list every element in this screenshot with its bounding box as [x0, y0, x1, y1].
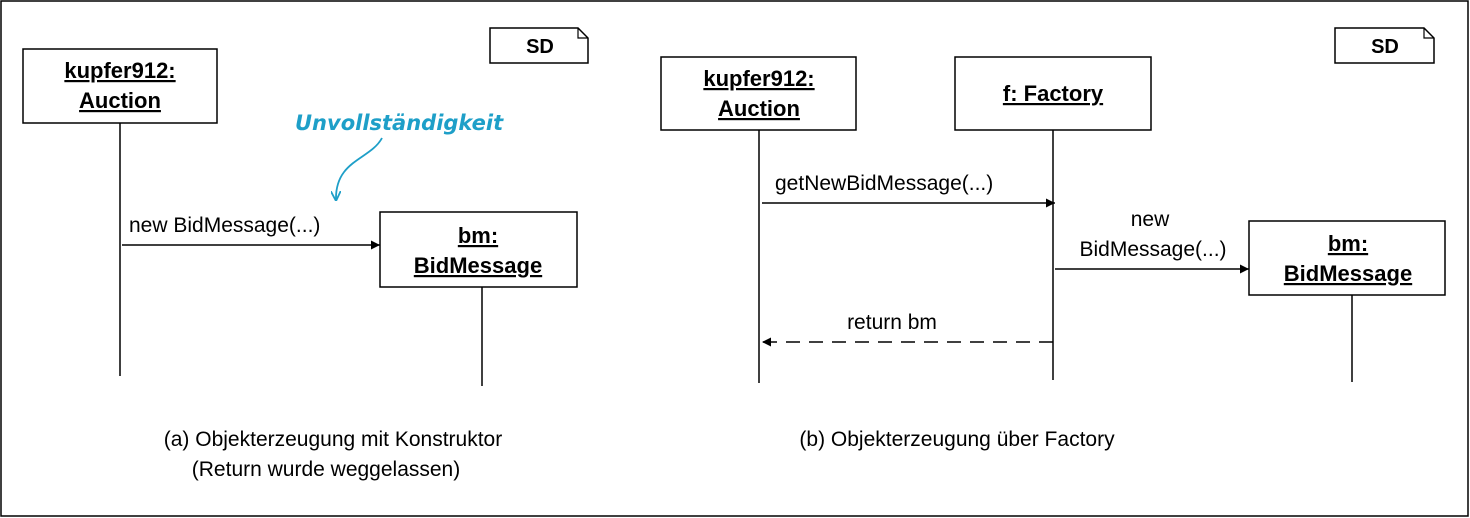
auction-name-left: kupfer912:	[64, 58, 175, 83]
auction-lifeline-left: kupfer912: Auction	[22, 48, 218, 376]
caption-right: (b) Objekterzeugung über Factory	[799, 428, 1115, 451]
annotation-text: Unvollständigkeit	[295, 111, 504, 135]
message-new-label-right-line1: new	[1131, 208, 1170, 231]
auction-class-right: Auction	[718, 96, 800, 121]
message-get: getNewBidMessage(...)	[762, 172, 1055, 208]
sd-label-left: SD	[526, 36, 554, 58]
bidmessage-class-right: BidMessage	[1284, 261, 1412, 286]
caption-left-line2: (Return wurde weggelassen)	[192, 458, 460, 481]
annotation-incompleteness: Unvollständigkeit	[295, 111, 504, 200]
message-new-right: new BidMessage(...)	[1055, 208, 1249, 274]
message-new-label-right-line2: BidMessage(...)	[1079, 238, 1226, 261]
bidmessage-box-right	[1248, 220, 1446, 296]
caption-left-line1: (a) Objekterzeugung mit Konstruktor	[164, 428, 502, 451]
bidmessage-lifeline-left: bm: BidMessage	[379, 211, 578, 386]
bidmessage-name-left: bm:	[458, 223, 498, 248]
message-new-left: new BidMessage(...)	[122, 214, 380, 250]
diagram-b: SD kupfer912: Auction f: Factory getNewB…	[660, 27, 1446, 451]
sd-note-right: SD	[1334, 27, 1435, 64]
sd-label-right: SD	[1371, 36, 1399, 58]
message-new-label-left: new BidMessage(...)	[129, 214, 320, 237]
message-get-label: getNewBidMessage(...)	[775, 172, 993, 195]
auction-name-right: kupfer912:	[703, 66, 814, 91]
sd-note-left: SD	[489, 27, 589, 64]
factory-lifeline: f: Factory	[954, 56, 1152, 380]
bidmessage-class-left: BidMessage	[414, 253, 542, 278]
diagram-a: SD kupfer912: Auction new BidMessage(...…	[22, 27, 589, 481]
auction-lifeline-right: kupfer912: Auction	[660, 56, 857, 383]
factory-box	[954, 56, 1152, 131]
bidmessage-box-left	[379, 211, 578, 288]
message-return: return bm	[762, 311, 1053, 347]
bidmessage-name-right: bm:	[1328, 231, 1368, 256]
annotation-arrow	[336, 137, 383, 200]
auction-box-right	[660, 56, 857, 131]
auction-class-left: Auction	[79, 88, 161, 113]
factory-name: f: Factory	[1003, 81, 1104, 106]
message-return-label: return bm	[847, 311, 937, 334]
bidmessage-lifeline-right: bm: BidMessage	[1248, 220, 1446, 382]
